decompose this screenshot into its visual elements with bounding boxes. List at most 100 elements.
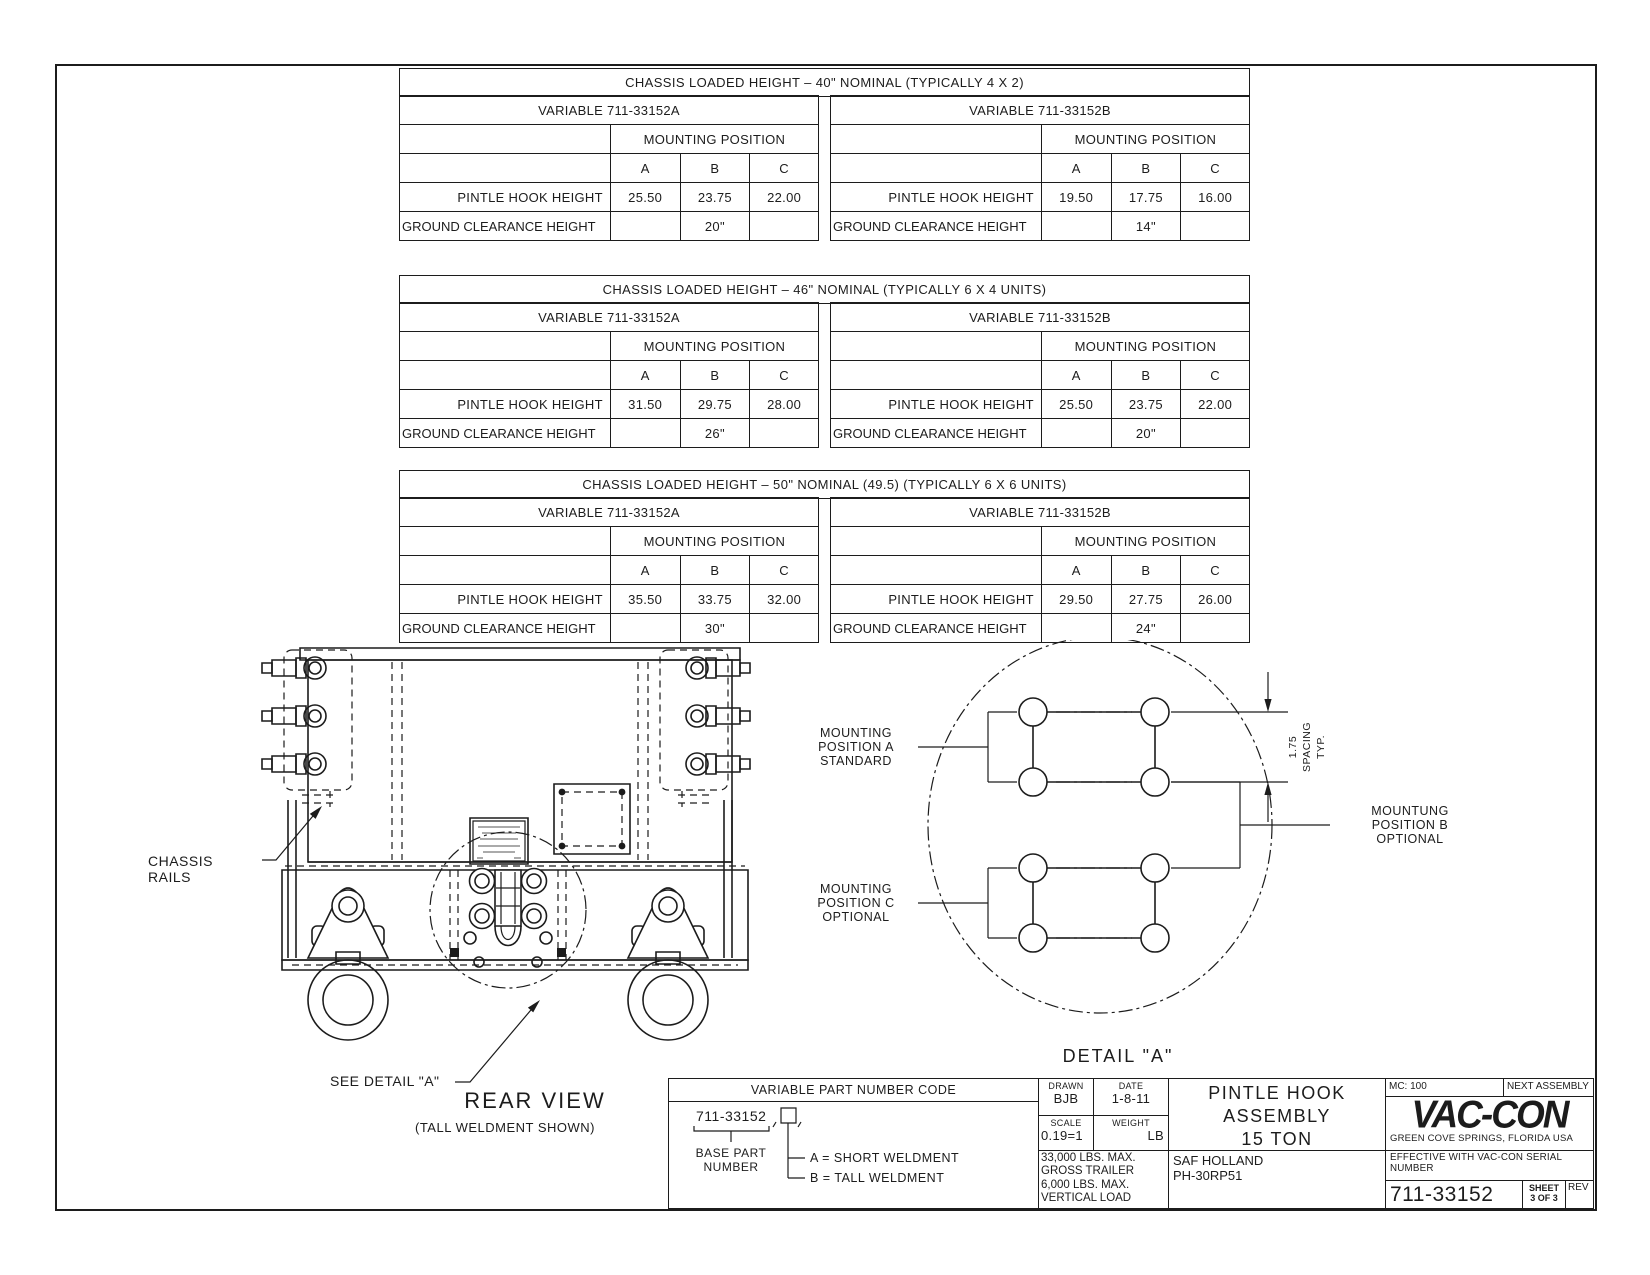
drawn-value: BJB <box>1053 1091 1079 1106</box>
table-cell: PINTLE HOOK HEIGHT <box>830 389 1042 420</box>
table-cell: MOUNTING POSITION <box>609 526 820 557</box>
rear-view-drawing <box>255 640 770 1090</box>
table-cell: 29.50 <box>1040 584 1112 615</box>
table-cell: B <box>1110 555 1182 586</box>
table-cell: B <box>679 360 751 391</box>
weight-label: WEIGHT <box>1112 1118 1150 1128</box>
rail-hidden-marks <box>302 791 710 807</box>
mount-plate-bottom <box>1019 854 1169 952</box>
logo-subtext: GREEN COVE SPRINGS, FLORIDA USA <box>1390 1133 1574 1144</box>
vpnc-code-a: A = SHORT WELDMENT <box>810 1151 960 1165</box>
shackle-left <box>308 888 388 1040</box>
table-cell <box>830 124 1042 155</box>
spec-label-plate <box>470 818 528 864</box>
position-c-bracket <box>918 868 1017 938</box>
table-cell: 25.50 <box>1040 389 1112 420</box>
effective-cell: EFFECTIVE WITH VAC-CON SERIAL NUMBER <box>1386 1151 1593 1181</box>
table-cell: 22.00 <box>1180 389 1250 420</box>
chassis-height-table: CHASSIS LOADED HEIGHT – 40" NOMINAL (TYP… <box>399 68 1251 242</box>
pintle-hook <box>464 869 552 968</box>
table-cell: 29.75 <box>679 389 751 420</box>
table-cell: MOUNTING POSITION <box>609 331 820 362</box>
table-cell <box>830 331 1042 362</box>
detail-boundary <box>928 640 1272 1013</box>
detail-a-drawing <box>910 640 1330 1040</box>
table-cell <box>1180 613 1250 644</box>
table-cell <box>749 211 819 242</box>
mc-cell: MC: 100 <box>1386 1079 1504 1097</box>
table-cell <box>609 613 681 644</box>
drawing-title-cell: PINTLE HOOK ASSEMBLY 15 TON <box>1169 1079 1386 1151</box>
table-cell: A <box>609 555 681 586</box>
vpnc-connector-lines <box>669 1102 1039 1208</box>
scale-cell: SCALE 0.19=1 <box>1039 1116 1094 1151</box>
chassis-table-title: CHASSIS LOADED HEIGHT – 40" NOMINAL (TYP… <box>399 68 1250 97</box>
bolt <box>686 705 750 727</box>
bolt <box>262 657 326 679</box>
table-cell: MOUNTING POSITION <box>609 124 820 155</box>
chassis-height-table: CHASSIS LOADED HEIGHT – 46" NOMINAL (TYP… <box>399 275 1251 449</box>
table-cell <box>1180 211 1250 242</box>
table-cell: 26.00 <box>1180 584 1250 615</box>
table-cell <box>609 418 681 449</box>
table-cell: GROUND CLEARANCE HEIGHT <box>399 613 611 644</box>
load-note-cell: 33,000 LBS. MAX. GROSS TRAILER 6,000 LBS… <box>1039 1151 1169 1208</box>
table-cell: B <box>679 153 751 184</box>
vpnc-header-cell: VARIABLE PART NUMBER CODE <box>669 1079 1039 1102</box>
chassis-table-title: CHASSIS LOADED HEIGHT – 46" NOMINAL (TYP… <box>399 275 1250 304</box>
date-value: 1-8-11 <box>1111 1091 1151 1106</box>
sheet-number-cell: SHEET 3 OF 3 <box>1523 1181 1566 1208</box>
scale-value: 0.19=1 <box>1041 1128 1083 1143</box>
logo-cell: VAC-CON GREEN COVE SPRINGS, FLORIDA USA <box>1386 1097 1593 1151</box>
table-cell: B <box>1110 360 1182 391</box>
bolt <box>686 753 750 775</box>
table-cell: PINTLE HOOK HEIGHT <box>830 182 1042 213</box>
table-cell <box>830 153 1042 184</box>
table-cell: PINTLE HOOK HEIGHT <box>830 584 1042 615</box>
chassis-cross-member <box>300 648 740 862</box>
table-cell: 17.75 <box>1110 182 1182 213</box>
table-cell <box>749 613 819 644</box>
table-cell <box>399 526 611 557</box>
table-cell: PINTLE HOOK HEIGHT <box>399 182 611 213</box>
table-cell: MOUNTING POSITION <box>1040 124 1251 155</box>
drawn-cell: DRAWN BJB <box>1039 1079 1094 1116</box>
table-cell <box>749 418 819 449</box>
vpnc-base-label: BASE PART NUMBER <box>695 1146 767 1174</box>
table-cell: PINTLE HOOK HEIGHT <box>399 584 611 615</box>
table-cell: 24" <box>1110 613 1182 644</box>
access-panel <box>554 784 630 854</box>
table-cell: 16.00 <box>1180 182 1250 213</box>
table-cell: 27.75 <box>1110 584 1182 615</box>
table-cell <box>1040 211 1112 242</box>
mounting-position-c-label: MOUNTING POSITION C OPTIONAL <box>817 882 895 924</box>
table-cell: VARIABLE 711-33152B <box>830 95 1250 126</box>
mount-plate-top <box>1019 698 1169 796</box>
chassis-rails-label: CHASSIS RAILS <box>148 853 213 885</box>
table-cell: A <box>609 153 681 184</box>
table-cell: C <box>749 555 819 586</box>
table-cell: C <box>1180 153 1250 184</box>
table-cell: C <box>1180 555 1250 586</box>
chassis-rails <box>288 800 732 958</box>
mounting-position-b-label: MOUNTUNG POSITION B OPTIONAL <box>1371 804 1449 846</box>
table-cell: C <box>749 360 819 391</box>
table-cell: C <box>749 153 819 184</box>
table-cell: 30" <box>679 613 751 644</box>
mounting-position-a-label: MOUNTING POSITION A STANDARD <box>818 726 894 768</box>
sheet-border <box>55 64 1597 1211</box>
table-cell: 25.50 <box>609 182 681 213</box>
table-cell: MOUNTING POSITION <box>1040 331 1251 362</box>
table-cell <box>399 360 611 391</box>
date-cell: DATE 1-8-11 <box>1094 1079 1169 1116</box>
rev-cell: REV <box>1568 1182 1589 1193</box>
table-cell: 33.75 <box>679 584 751 615</box>
detail-a-caption: DETAIL "A" <box>1062 1046 1174 1066</box>
table-cell: 32.00 <box>749 584 819 615</box>
table-cell <box>1040 613 1112 644</box>
table-cell: PINTLE HOOK HEIGHT <box>399 389 611 420</box>
